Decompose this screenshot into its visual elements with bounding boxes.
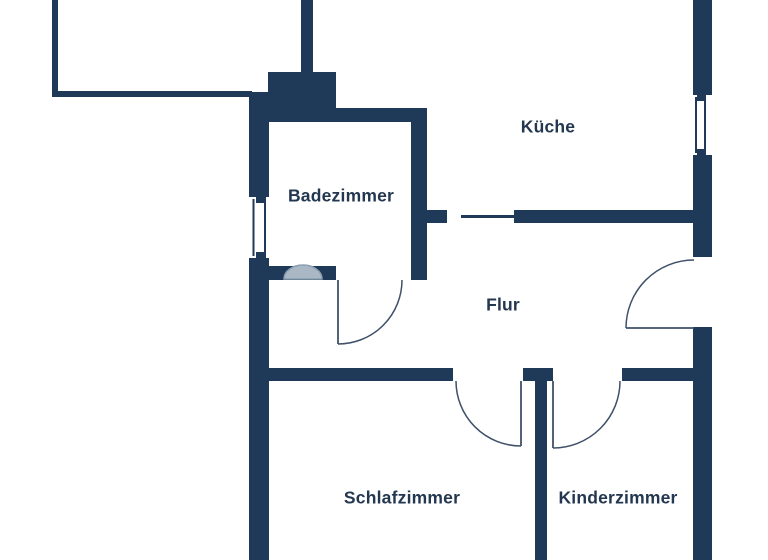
exterior-wall-right-lower xyxy=(693,327,712,560)
door-kinderzimmer-swing-arc xyxy=(552,380,621,449)
hall-wall-bottom-right xyxy=(622,368,693,381)
balcony-wall-bottom xyxy=(52,91,252,97)
exterior-wall-right-mid xyxy=(693,155,712,257)
window-left-frame-0 xyxy=(256,197,266,203)
bathroom-fixture-dome xyxy=(283,264,323,280)
entry-wall-top xyxy=(301,0,313,73)
kitchen-hall-wall xyxy=(514,210,693,223)
window-right-frame-1 xyxy=(697,149,706,155)
chimney-block xyxy=(268,72,336,109)
door-schlafzimmer-swing-arc xyxy=(455,380,522,447)
room-label-schlafzimmer: Schlafzimmer xyxy=(343,487,461,508)
room-label-kueche: Küche xyxy=(520,116,576,137)
room-label-flur: Flur xyxy=(486,294,520,315)
bathroom-wall-left-upper xyxy=(249,92,269,197)
door-flur-entry-swing-arc xyxy=(625,259,695,329)
bathroom-wall-right xyxy=(411,108,427,280)
bathroom-wall-top xyxy=(250,108,427,122)
exterior-wall-right-top xyxy=(693,0,712,95)
window-right-frame-0 xyxy=(697,95,706,101)
door-badezimmer-swing-arc xyxy=(337,279,403,345)
room-label-kinderzimmer: Kinderzimmer xyxy=(558,487,678,508)
room-label-badezimmer: Badezimmer xyxy=(287,185,395,206)
window-left-frame-1 xyxy=(256,252,266,258)
balcony-wall-left xyxy=(52,0,58,97)
hall-wall-bottom-left xyxy=(269,368,453,381)
exterior-wall-left-lower xyxy=(249,258,269,560)
bedroom-divider-wall xyxy=(535,368,547,560)
bathroom-stub-wall xyxy=(427,210,447,223)
